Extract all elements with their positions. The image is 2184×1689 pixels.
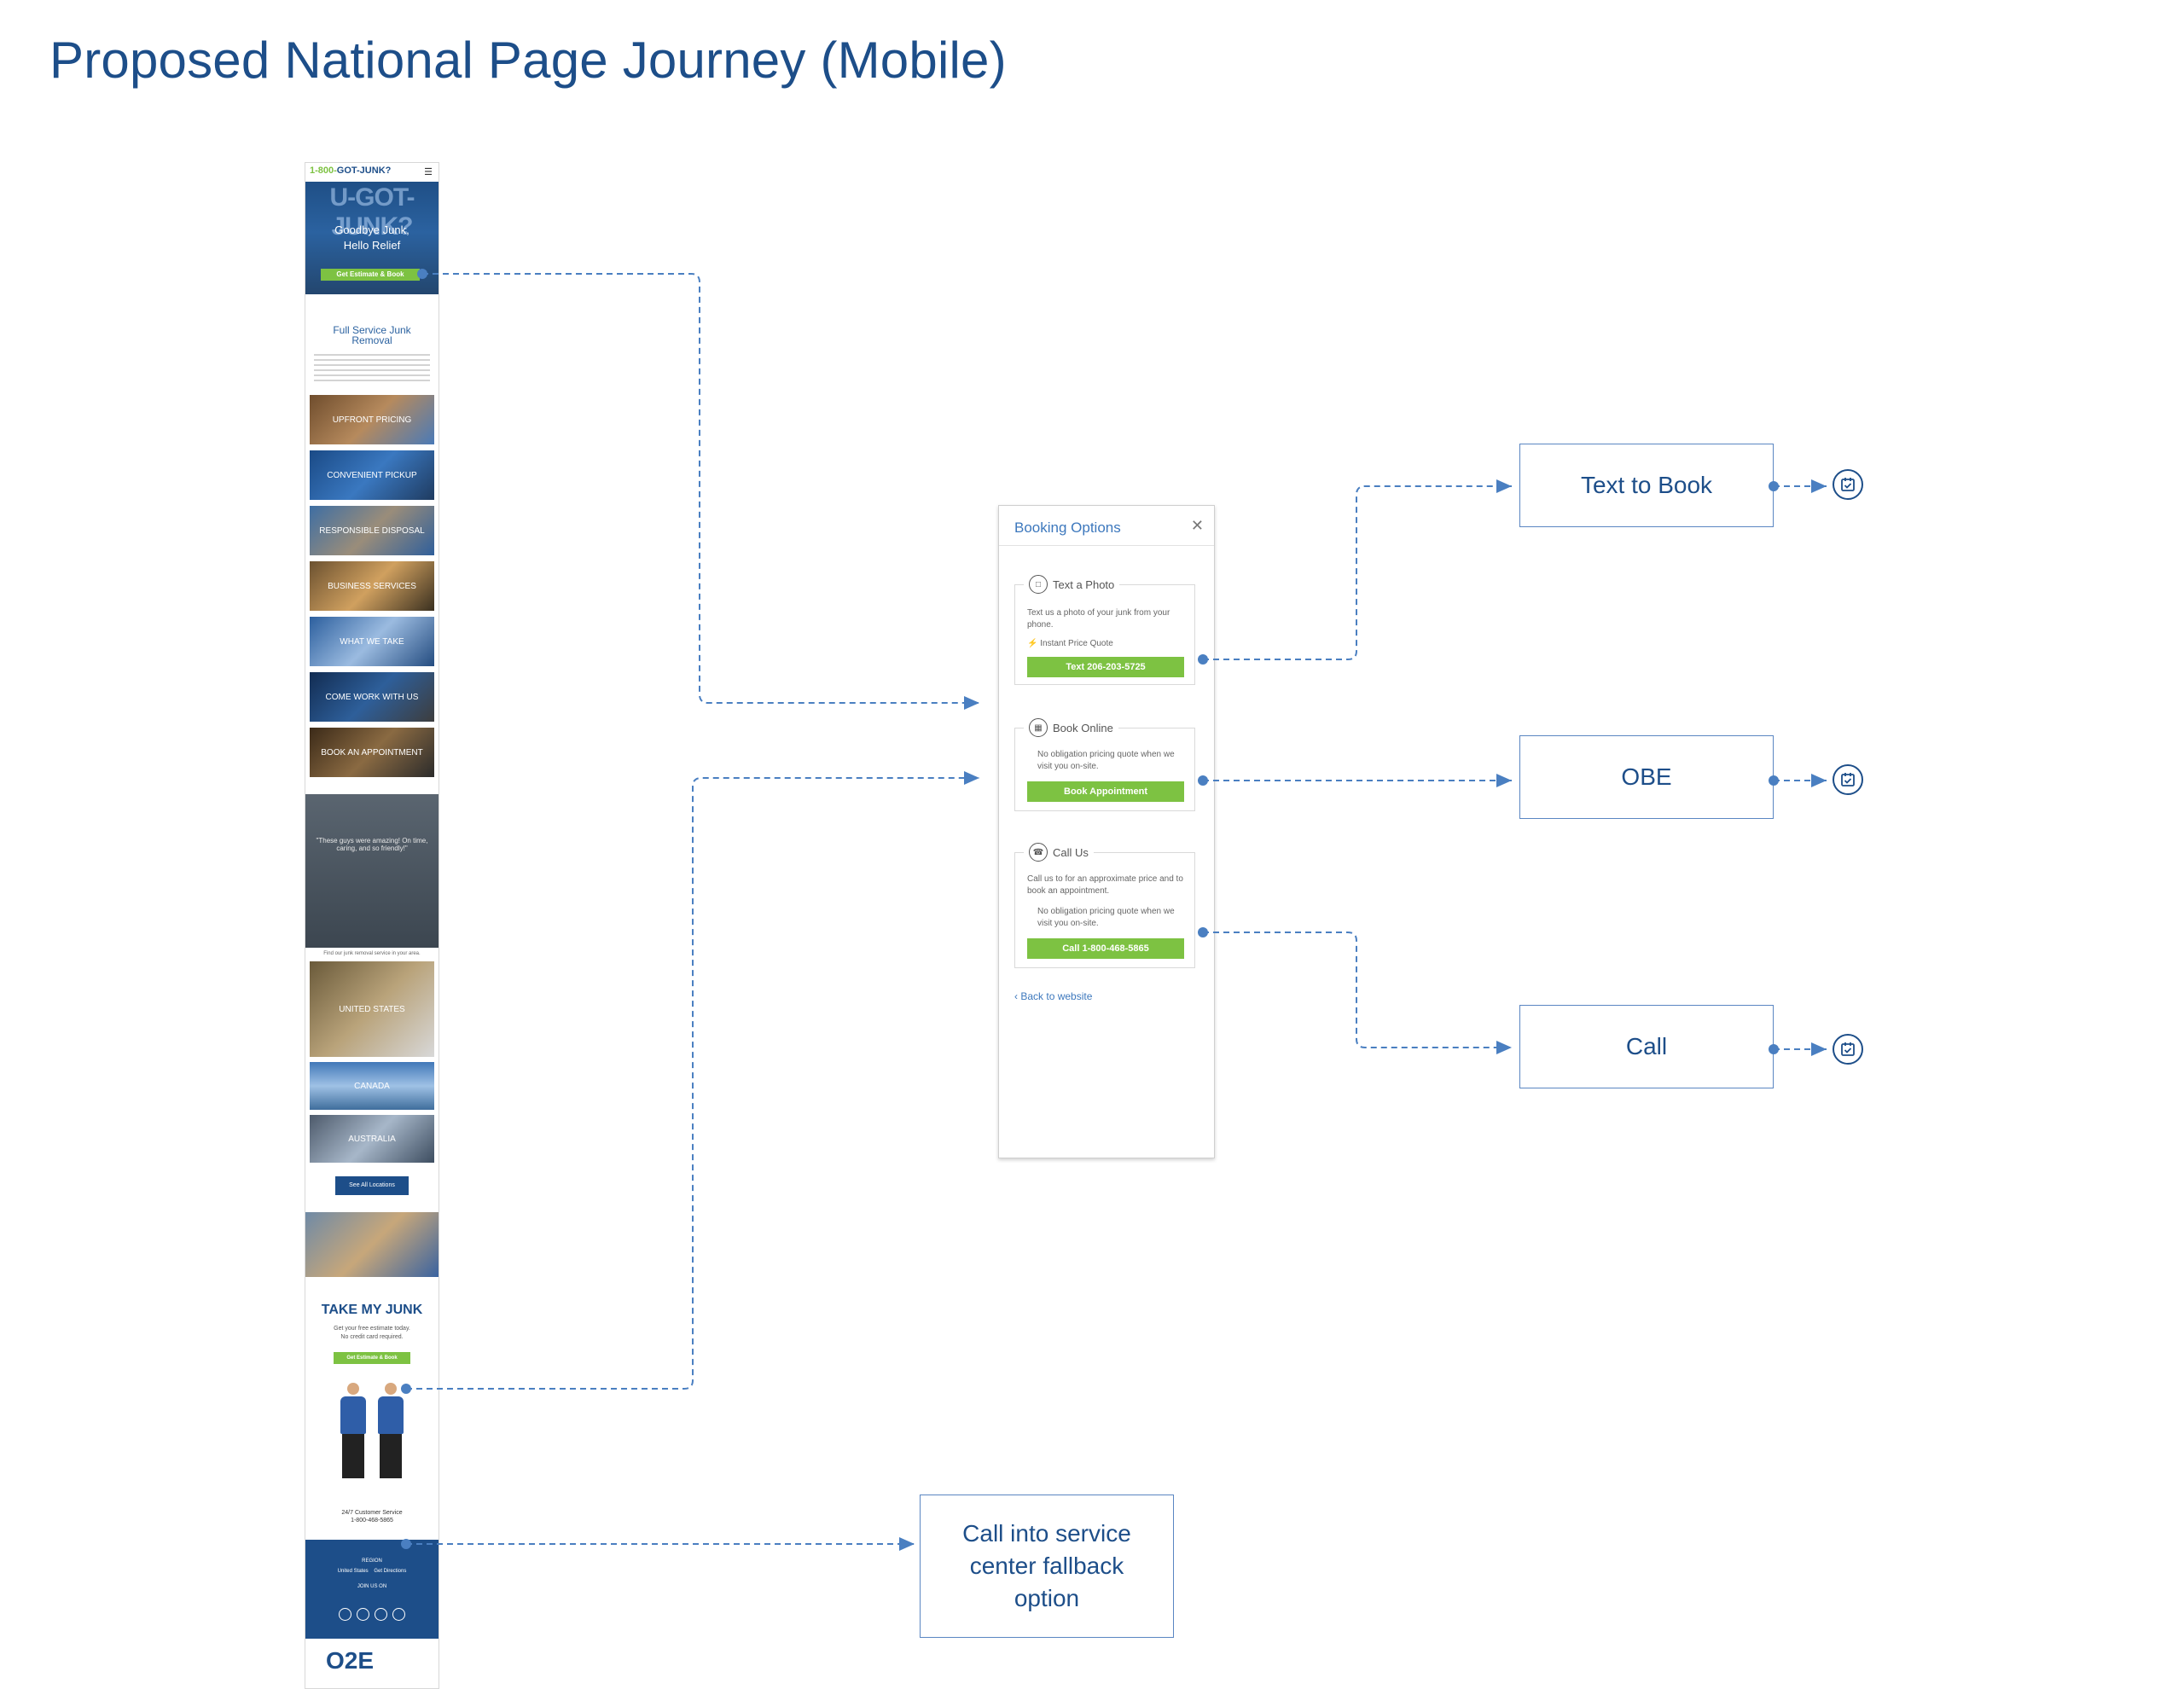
hero-headline: Goodbye Junk, Hello Relief <box>305 223 439 253</box>
outcome-call: Call <box>1519 1005 1774 1088</box>
customer-service-phone[interactable]: 1-800-468-5865 <box>351 1518 393 1524</box>
connector-take-to-panel <box>406 771 979 1390</box>
facebook-icon[interactable] <box>339 1608 351 1621</box>
hero-section: U-GOT-JUNK? Goodbye Junk, Hello Relief G… <box>305 182 439 294</box>
section-paragraph <box>314 354 430 383</box>
booking-options-panel: Booking Options ✕ □ Text a Photo Text us… <box>998 505 1215 1158</box>
outcome-obe: OBE <box>1519 735 1774 819</box>
connector-hero-to-panel <box>422 273 979 710</box>
youtube-icon[interactable] <box>375 1608 387 1621</box>
hero-line-2: Hello Relief <box>343 239 401 252</box>
staff-illustration <box>305 1374 439 1494</box>
option-description: Text us a photo of your junk from your p… <box>1027 608 1170 630</box>
book-appointment-button[interactable]: Book Appointment <box>1027 781 1184 802</box>
option-bullet: ⚡ Instant Price Quote <box>1027 639 1113 648</box>
option-bullet-text: No obligation pricing quote when we visi… <box>1037 907 1175 928</box>
tile-convenient-pickup[interactable]: CONVENIENT PICKUP <box>310 450 434 500</box>
service-tiles: UPFRONT PRICING CONVENIENT PICKUP RESPON… <box>305 395 439 777</box>
tile-book-an-appointment[interactable]: BOOK AN APPOINTMENT <box>310 728 434 777</box>
option-bullet: No obligation pricing quote when we visi… <box>1027 906 1186 930</box>
take-my-junk-subtitle: Get your free estimate today. No credit … <box>305 1325 439 1342</box>
calendar-icon: ▦ <box>1029 718 1048 737</box>
footer-region-label: REGION <box>362 1558 382 1564</box>
customer-service-label: 24/7 Customer Service <box>341 1510 403 1516</box>
fallback-box: Call into service center fallback option <box>920 1495 1174 1638</box>
calendar-check-icon <box>1833 764 1863 795</box>
back-to-website-link[interactable]: ‹ Back to website <box>1014 990 1093 1002</box>
linkedin-icon[interactable] <box>392 1608 405 1621</box>
social-icons <box>305 1608 439 1621</box>
hero-banner-text: U-GOT-JUNK? <box>329 183 415 241</box>
location-united-states[interactable]: UNITED STATES <box>310 961 434 1057</box>
panel-title: Booking Options <box>1014 519 1121 536</box>
option-header: □ Text a Photo <box>1024 575 1120 594</box>
o2e-brand-logo: O2E <box>326 1647 375 1674</box>
phone-icon: ☎ <box>1029 843 1048 862</box>
page-title: Proposed National Page Journey (Mobile) <box>49 32 1007 89</box>
connector-text-to-outcome <box>1203 479 1512 660</box>
tile-responsible-disposal[interactable]: RESPONSIBLE DISPOSAL <box>310 506 434 555</box>
option-bullet-text: No obligation pricing quote when we visi… <box>1037 750 1175 771</box>
hero-line-1: Goodbye Junk, <box>334 223 410 236</box>
connector-call-to-outcome <box>1203 932 1512 1054</box>
customer-service-block: 24/7 Customer Service 1-800-468-5865 <box>305 1509 439 1524</box>
staff-figure <box>375 1383 406 1485</box>
testimonial-quote: "These guys were amazing! On time, carin… <box>316 837 428 852</box>
take-sub-line-1: Get your free estimate today. <box>334 1326 410 1332</box>
footer-region-selector[interactable]: United States Get Directions <box>305 1569 439 1574</box>
testimonial-section: "These guys were amazing! On time, carin… <box>305 794 439 948</box>
tile-upfront-pricing[interactable]: UPFRONT PRICING <box>310 395 434 444</box>
location-australia[interactable]: AUSTRALIA <box>310 1115 434 1163</box>
option-book-online: ▦ Book Online No obligation pricing quot… <box>1014 718 1195 811</box>
take-sub-line-2: No credit card required. <box>340 1334 404 1340</box>
outcome-text-to-book: Text to Book <box>1519 444 1774 527</box>
option-bullet: No obligation pricing quote when we visi… <box>1027 749 1186 773</box>
close-icon[interactable]: ✕ <box>1190 517 1204 534</box>
option-description: Call us to for an approximate price and … <box>1027 874 1183 896</box>
section-title: Full Service Junk Removal <box>333 324 411 346</box>
mobile-header: 1-800-GOT-JUNK? ☰ <box>305 163 439 182</box>
text-number-button[interactable]: Text 206-203-5725 <box>1027 657 1184 677</box>
twitter-icon[interactable] <box>357 1608 369 1621</box>
find-service-text: Find our junk removal service in your ar… <box>323 951 421 956</box>
get-estimate-button[interactable]: Get Estimate & Book <box>321 269 420 281</box>
option-bullet-text: Instant Price Quote <box>1040 639 1113 648</box>
footer-region-value[interactable]: United States <box>337 1569 369 1574</box>
tile-come-work-with-us[interactable]: COME WORK WITH US <box>310 672 434 722</box>
option-header: ☎ Call Us <box>1024 843 1094 862</box>
option-call-us: ☎ Call Us Call us to for an approximate … <box>1014 843 1195 968</box>
team-photo <box>305 1212 439 1277</box>
option-label: Book Online <box>1053 721 1113 734</box>
call-number-button[interactable]: Call 1-800-468-5865 <box>1027 938 1184 959</box>
mobile-page-screenshot: 1-800-GOT-JUNK? ☰ U-GOT-JUNK? Goodbye Ju… <box>305 162 439 1689</box>
see-all-locations-button[interactable]: See All Locations <box>335 1176 409 1195</box>
option-text-a-photo: □ Text a Photo Text us a photo of your j… <box>1014 575 1195 685</box>
back-link-label: Back to website <box>1020 990 1093 1002</box>
calendar-check-icon <box>1833 469 1863 500</box>
footer-join-label: JOIN US ON <box>357 1584 387 1589</box>
panel-header: Booking Options ✕ <box>999 506 1214 546</box>
staff-figure <box>338 1383 369 1485</box>
footer-directions[interactable]: Get Directions <box>374 1569 407 1574</box>
option-header: ▦ Book Online <box>1024 718 1118 737</box>
option-label: Call Us <box>1053 845 1089 859</box>
tile-business-services[interactable]: BUSINESS SERVICES <box>310 561 434 611</box>
mobile-footer: REGION United States Get Directions JOIN… <box>305 1540 439 1639</box>
option-label: Text a Photo <box>1053 578 1115 591</box>
location-canada[interactable]: CANADA <box>310 1062 434 1110</box>
chat-icon: □ <box>1029 575 1048 594</box>
take-my-junk-title: TAKE MY JUNK <box>321 1303 423 1317</box>
tile-what-we-take[interactable]: WHAT WE TAKE <box>310 617 434 666</box>
hamburger-menu-icon[interactable]: ☰ <box>424 167 433 177</box>
brand-logo[interactable]: 1-800-GOT-JUNK? <box>310 165 392 176</box>
take-my-junk-estimate-button[interactable]: Get Estimate & Book <box>334 1352 410 1364</box>
calendar-check-icon <box>1833 1034 1863 1065</box>
